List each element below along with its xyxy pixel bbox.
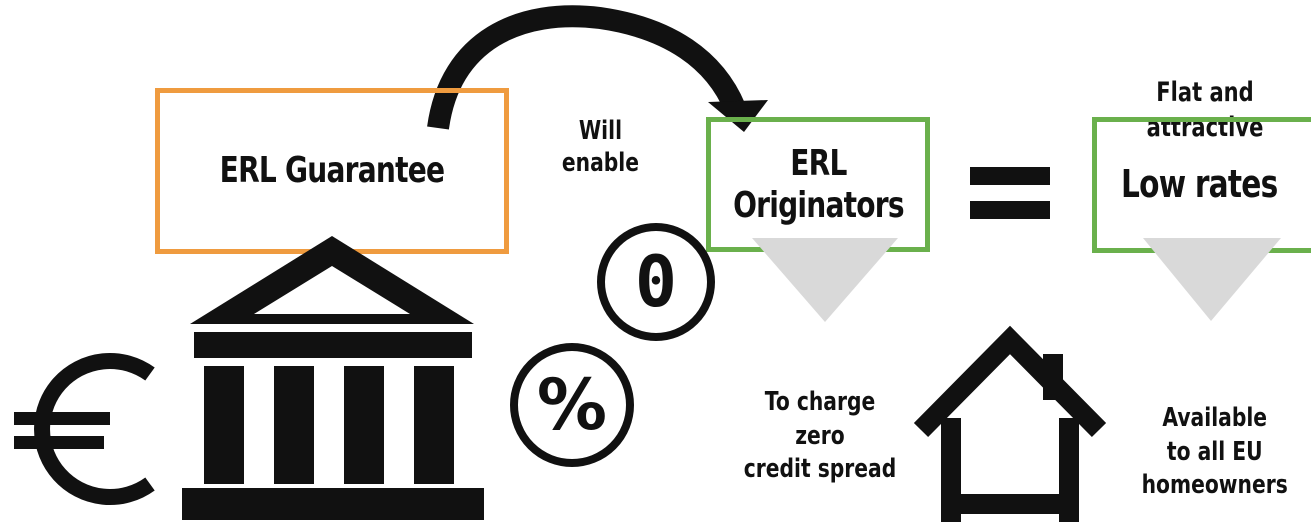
percent-symbol: % xyxy=(536,364,608,446)
zero-symbol: 0 xyxy=(634,241,678,323)
percent-coin-icon: % xyxy=(510,343,634,467)
equals-icon xyxy=(970,167,1050,219)
zero-spread-label: To charge zero credit spread xyxy=(743,386,897,485)
euro-icon xyxy=(14,353,155,505)
bank-icon xyxy=(182,236,484,520)
zero-coin-icon: 0 xyxy=(597,223,715,341)
will-enable-label: Will enable xyxy=(561,115,639,179)
house-icon xyxy=(913,325,1107,522)
erl-guarantee-box: ERL Guarantee xyxy=(155,88,509,254)
erl-originators-label: ERL Originators xyxy=(732,143,904,226)
low-rates-label: Low rates xyxy=(1121,162,1278,207)
erl-guarantee-label: ERL Guarantee xyxy=(219,150,445,192)
available-label: Available to all EU homeowners xyxy=(1141,402,1289,501)
